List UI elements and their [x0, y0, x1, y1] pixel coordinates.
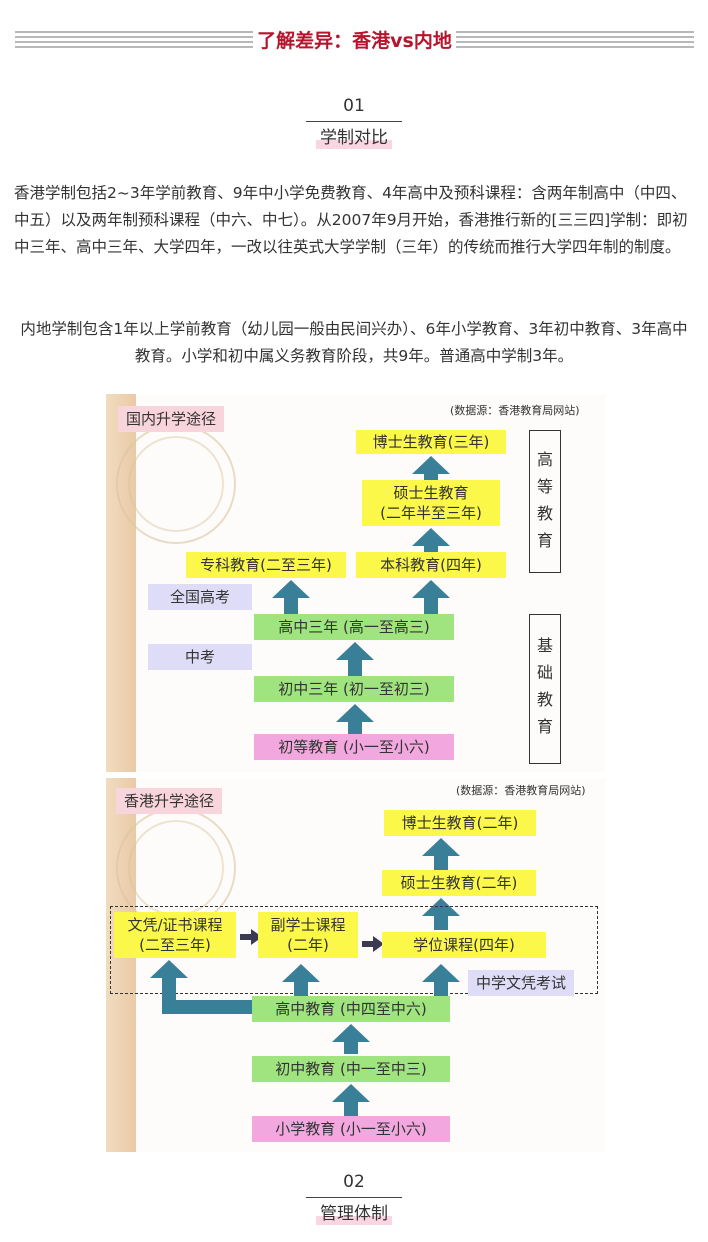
arrow-up-icon — [336, 642, 374, 676]
box-associate: 副学士课程 (二年) — [258, 912, 358, 958]
paragraph-mainland-system: 内地学制包含1年以上学前教育（幼儿园一般由民间兴办）、6年小学教育、3年初中教育… — [20, 320, 688, 365]
label-char: 教 — [536, 504, 553, 523]
box-certificate: 文凭/证书课程 (二至三年) — [114, 912, 236, 958]
box-undergrad: 本科教育(四年) — [356, 552, 506, 578]
arrow-up-icon — [272, 580, 310, 614]
header-decoration-left — [15, 31, 253, 51]
box-master: 硕士生教育(二年) — [382, 870, 536, 896]
box-senior-secondary: 高中教育 (中四至中六) — [252, 996, 450, 1022]
box-phd: 博士生教育(三年) — [356, 430, 506, 454]
box-primary: 小学教育 (小一至小六) — [252, 1116, 450, 1142]
decorative-circle — [128, 820, 224, 916]
arrow-up-icon — [150, 960, 188, 1006]
arrow-up-icon — [332, 1084, 370, 1116]
arrow-up-icon — [282, 964, 320, 996]
exam-gaokao: 全国高考 — [148, 584, 252, 610]
box-junior-high: 初中三年 (初一至初三) — [254, 676, 454, 702]
label-char: 等 — [536, 477, 553, 496]
arrow-up-icon — [412, 580, 450, 614]
figure-tag: 国内升学途径 — [118, 406, 225, 432]
section-number: 01 — [343, 96, 365, 116]
section-heading-01: 01 学制对比 — [0, 94, 708, 149]
arrow-up-icon — [422, 964, 460, 996]
section-divider — [306, 121, 402, 122]
higher-ed-bracket — [529, 430, 561, 573]
box-line: 文凭/证书课程 — [127, 916, 223, 934]
decorative-circle — [128, 436, 224, 532]
basic-ed-label: 基 础 教 育 — [535, 632, 555, 740]
paragraph-hk-system: 香港学制包括2~3年学前教育、9年中小学免费教育、4年高中及预科课程：含两年制高… — [14, 184, 688, 256]
basic-ed-bracket — [529, 614, 561, 764]
label-char: 育 — [536, 531, 553, 550]
arrow-right-icon — [362, 936, 384, 952]
box-line: (二至三年) — [139, 936, 211, 954]
page-title: 了解差异：香港vs内地 — [257, 30, 452, 52]
connector-line — [162, 1000, 262, 1014]
section-divider — [306, 1197, 402, 1198]
box-line: 副学士课程 — [270, 916, 346, 934]
exam-dse: 中学文凭考试 — [468, 970, 575, 996]
section-heading-02: 02 管理体制 — [0, 1170, 708, 1225]
label-char: 高 — [536, 450, 553, 469]
box-phd: 博士生教育(二年) — [384, 810, 536, 836]
label-char: 育 — [536, 717, 553, 736]
arrow-up-icon — [422, 898, 460, 930]
arrow-up-icon — [412, 528, 450, 552]
figure-source: (数据源：香港教育局网站) — [450, 404, 580, 417]
box-college: 专科教育(二至三年) — [186, 552, 346, 578]
section-label: 学制对比 — [316, 127, 392, 149]
box-senior-high: 高中三年 (高一至高三) — [254, 614, 454, 640]
higher-ed-label: 高 等 教 育 — [535, 446, 555, 554]
box-junior-secondary: 初中教育 (中一至中三) — [252, 1056, 450, 1082]
arrow-up-icon — [412, 456, 450, 480]
box-line: (二年半至三年) — [380, 504, 482, 522]
arrow-right-icon — [240, 929, 262, 945]
section-number: 02 — [343, 1172, 365, 1192]
box-line: (二年) — [287, 936, 329, 954]
label-char: 础 — [536, 663, 553, 682]
arrow-up-icon — [422, 838, 460, 870]
header-decoration-right — [456, 31, 694, 51]
box-master: 硕士生教育 (二年半至三年) — [362, 480, 500, 526]
figure-tag: 香港升学途径 — [116, 788, 223, 814]
page-header: 了解差异：香港vs内地 — [0, 25, 708, 57]
box-line: 硕士生教育 — [393, 484, 469, 502]
exam-zhongkao: 中考 — [148, 644, 252, 670]
hk-pathway-figure: 香港升学途径 (数据源：香港教育局网站) 博士生教育(二年) 硕士生教育(二年)… — [106, 778, 606, 1152]
figure-source: (数据源：香港教育局网站) — [456, 784, 586, 797]
label-char: 教 — [536, 690, 553, 709]
arrow-up-icon — [332, 1024, 370, 1054]
label-char: 基 — [536, 636, 553, 655]
mainland-pathway-figure: 国内升学途径 (数据源：香港教育局网站) 博士生教育(三年) 硕士生教育 (二年… — [106, 394, 606, 772]
arrow-up-icon — [336, 704, 374, 738]
box-primary: 初等教育 (小一至小六) — [254, 734, 454, 760]
section-label: 管理体制 — [316, 1203, 392, 1225]
box-degree: 学位课程(四年) — [382, 932, 546, 958]
post-secondary-dashed-frame — [110, 906, 598, 994]
